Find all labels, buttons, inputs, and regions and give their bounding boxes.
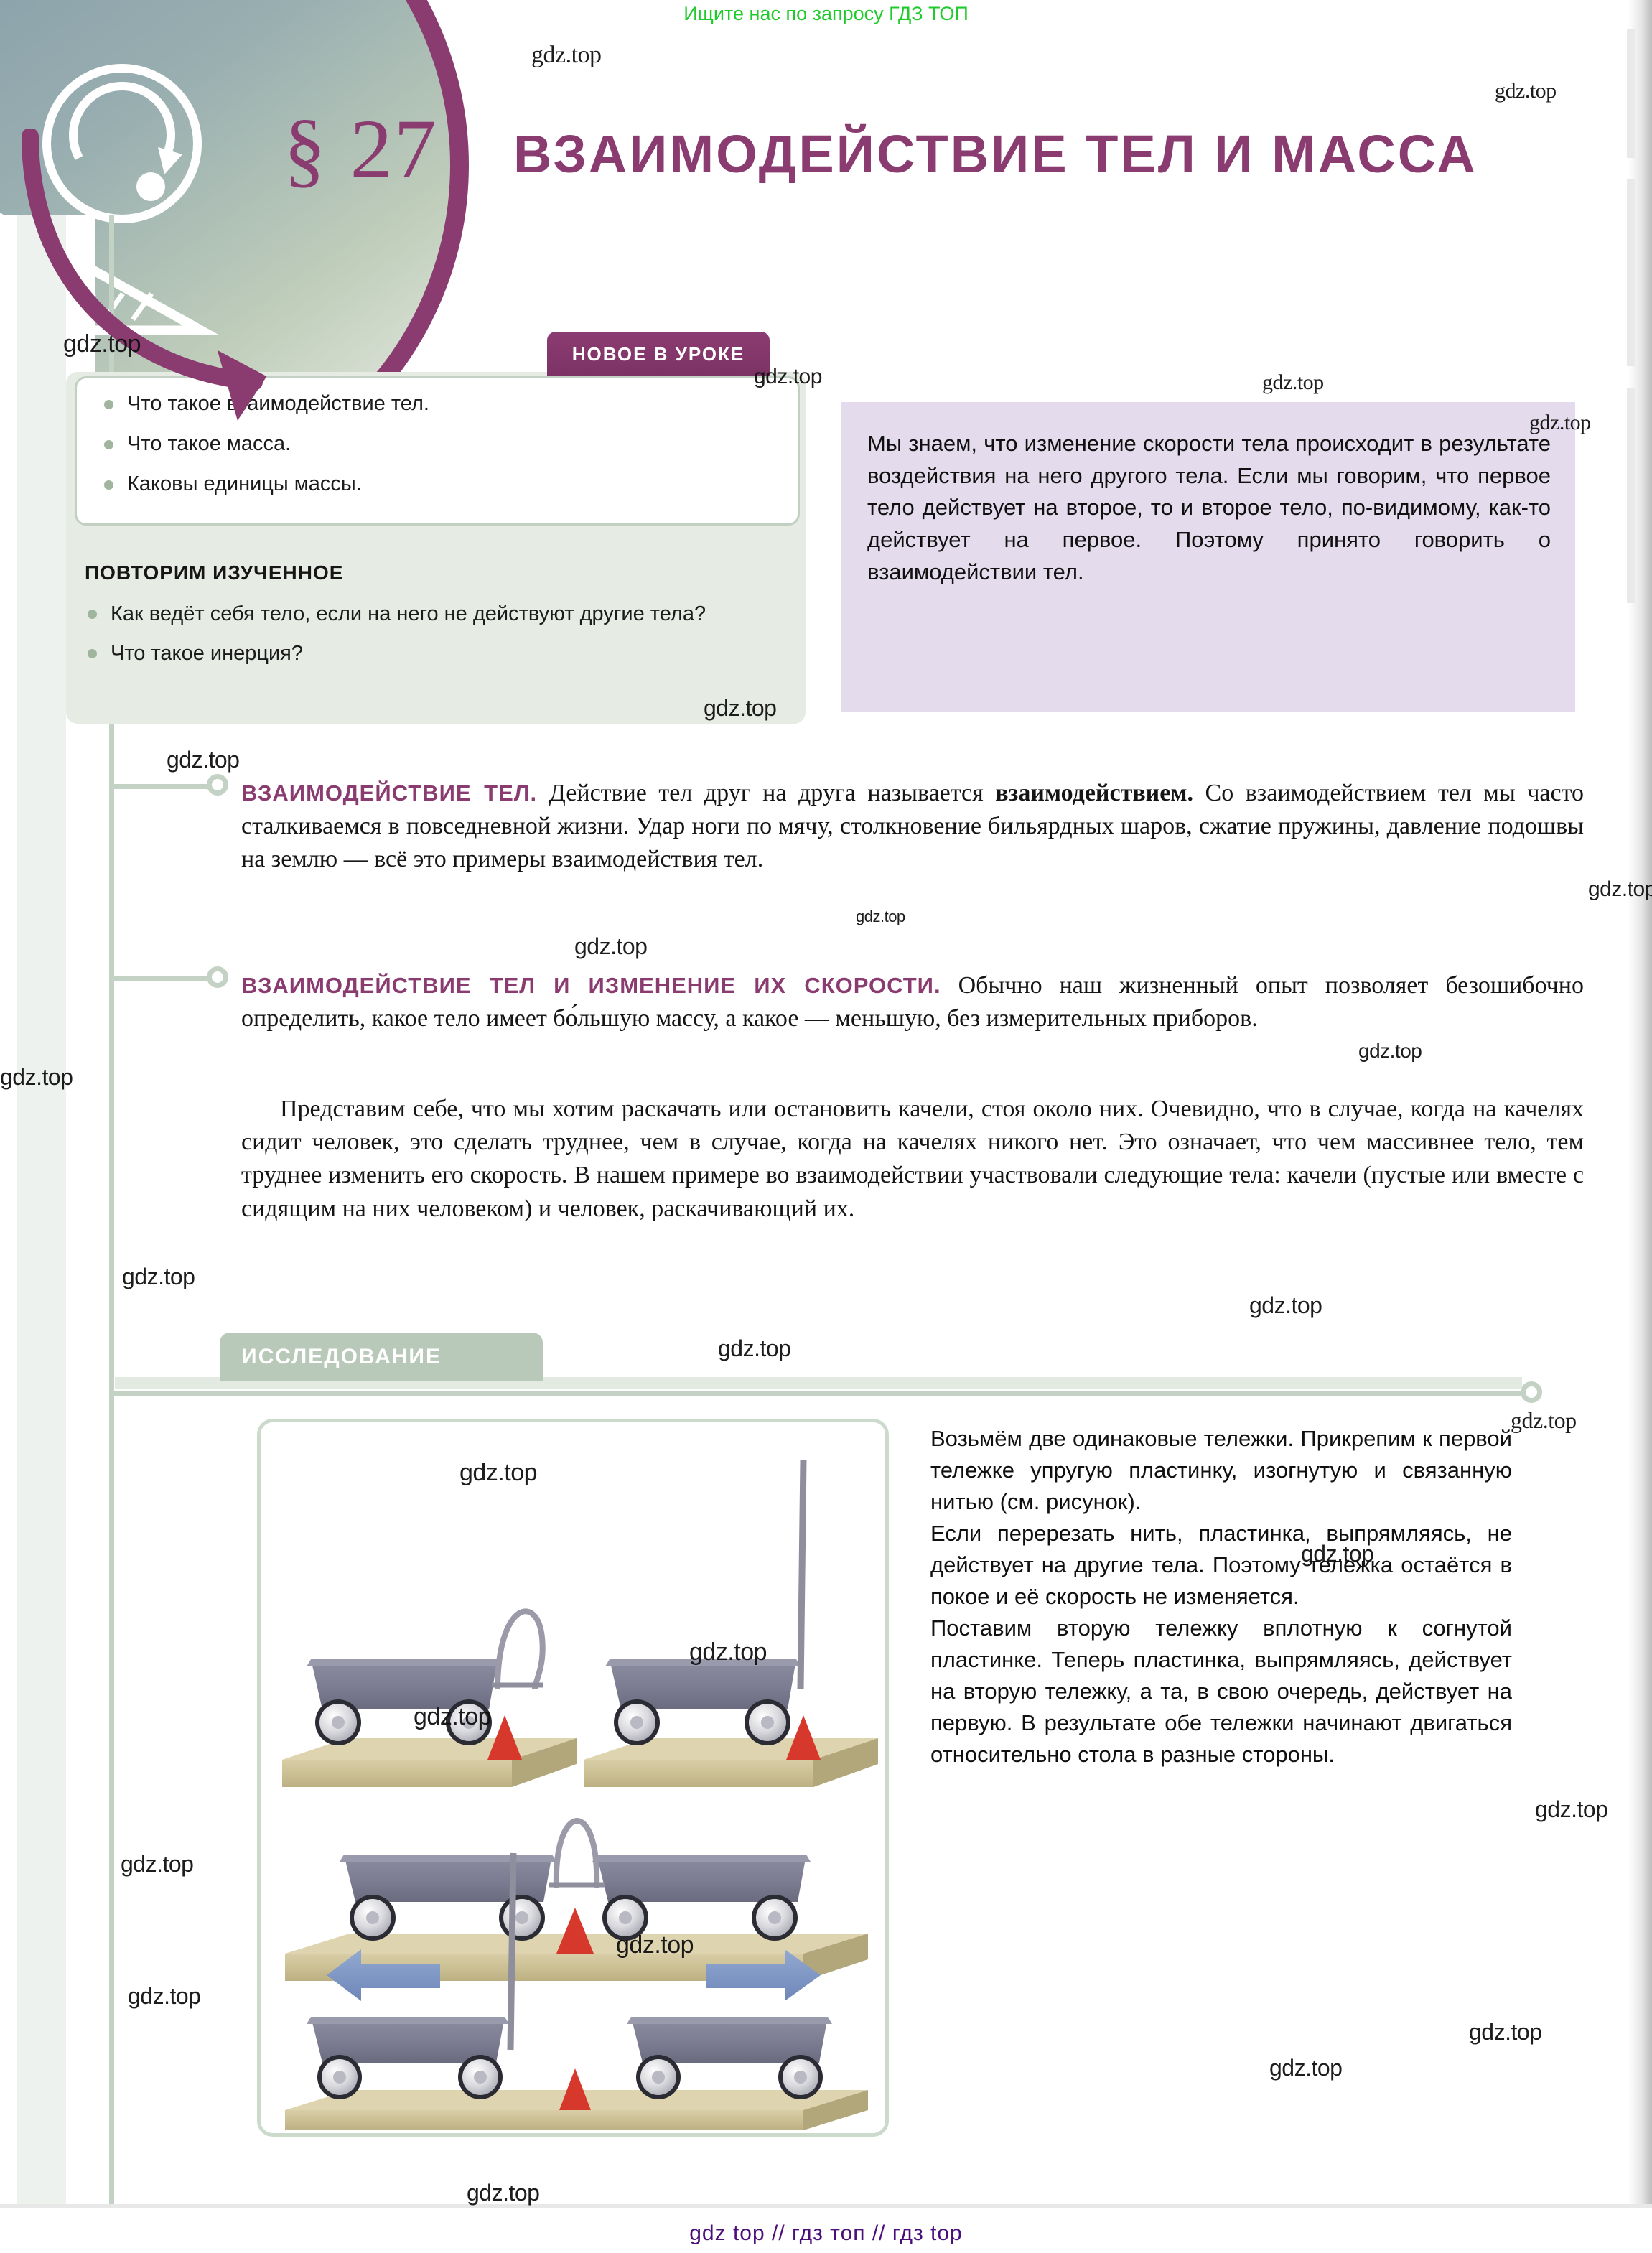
section-2-paragraph: ВЗАИМОДЕЙСТВИЕ ТЕЛ И ИЗМЕНЕНИЕ ИХ СКОРОС… [241, 969, 1584, 1035]
arrow-left-icon [327, 1949, 440, 2001]
rail-knob-research [1521, 1381, 1542, 1403]
rail-vertical-main [109, 215, 114, 2219]
straight-plate-row3 [507, 1852, 517, 2051]
list-item: Что такое взаимодействие тел. [101, 391, 798, 417]
page-edge-notch [1627, 179, 1635, 366]
watermark: gdz.top [167, 747, 240, 773]
watermark: gdz.top [718, 1335, 791, 1361]
tab-new-in-lesson: НОВОЕ В УРОКЕ [547, 332, 770, 376]
section-2-body: Обычно наш жиз­ненный опыт позволяет без… [241, 972, 1585, 1032]
section-1-body-b: Со взаимодействием тел мы часто сталкива… [241, 780, 1585, 873]
research-paragraph: Поставим вторую тележку вплотную к согну… [930, 1615, 1512, 1768]
list-item: Что такое масса. [101, 432, 798, 457]
research-paragraph: Возьмём две одинаковые тележки. Прикрепи… [930, 1426, 1512, 1515]
new-in-lesson-card: Что такое взаимодействие тел. Что такое … [75, 376, 800, 526]
list-item: Каковы единицы массы. [101, 472, 798, 498]
cart-row2-right [592, 1855, 811, 1941]
cart-row2-left [340, 1855, 556, 1941]
watermark: gdz.top [1511, 1407, 1577, 1433]
wedge-row2 [556, 1908, 594, 1954]
list-item: Как ведёт себя тело, если на него не дей… [85, 600, 781, 628]
footer-divider [0, 2204, 1652, 2211]
table-left-row1 [282, 1738, 577, 1787]
curved-arrow-icon [22, 129, 267, 421]
cart-row1-right [605, 1659, 801, 1745]
section-1-paragraph: ВЗАИМОДЕЙСТВИЕ ТЕЛ. Действие тел друг на… [241, 777, 1584, 877]
watermark: gdz.top [1358, 1040, 1422, 1062]
cart-row3-left [307, 2017, 509, 2099]
section-1-bold: взаимо­действием. [995, 780, 1194, 806]
watermark: gdz.top [1535, 1796, 1608, 1822]
watermark: gdz.top [1469, 2019, 1542, 2045]
swing-paragraph: Представим себе, что мы хотим раскачать … [241, 1096, 1584, 1222]
cart-row3-right [627, 2017, 832, 2099]
straight-plate-row1 [797, 1459, 807, 1690]
section-number: § 27 [284, 102, 438, 196]
wedge-row1-left [487, 1715, 522, 1760]
watermark: gdz.top [856, 908, 905, 925]
rail-to-section-2 [109, 976, 217, 981]
review-heading: ПОВТОРИМ ИЗУЧЕННОЕ [85, 561, 344, 584]
intro-text: Мы знаем, что изменение скорости тела пр… [867, 431, 1551, 584]
watermark: gdz.top [467, 2180, 540, 2206]
watermark: gdz.top [1269, 2055, 1343, 2081]
rail-knob-section-2 [207, 966, 228, 988]
tab-research: ИССЛЕДОВАНИЕ [220, 1333, 543, 1381]
watermark: gdz.top [574, 933, 648, 959]
page-edge-notch [1627, 388, 1635, 603]
watermark: gdz.top [122, 1264, 195, 1289]
page-title: ВЗАИМОДЕЙСТВИЕ ТЕЛ И МАССА [513, 124, 1478, 184]
table-right-row1 [584, 1738, 878, 1787]
research-text: Возьмём две одинаковые тележки. Прикрепи… [930, 1423, 1512, 1771]
intro-callout: Мы знаем, что изменение скорости тела пр… [841, 402, 1575, 712]
watermark: gdz.top [121, 1851, 194, 1877]
rail-to-research [109, 1391, 1531, 1396]
page-edge-notch [1627, 29, 1635, 158]
watermark: gdz.top [1262, 370, 1324, 394]
experiment-figure [257, 1419, 889, 2137]
page-edge [1628, 0, 1652, 2253]
wedge-row3 [559, 2068, 591, 2110]
bent-plate-row2 [553, 1818, 600, 1888]
promo-banner: Ищите нас по запросу ГДЗ ТОП [683, 3, 969, 24]
research-paragraph: Если перерезать нить, пластинка, вы­прям… [930, 1521, 1512, 1610]
new-in-lesson-list: Что такое взаимодействие тел. Что такое … [77, 378, 798, 498]
review-list: Как ведёт себя тело, если на него не дей… [85, 600, 781, 680]
arrow-right-icon [706, 1949, 821, 2001]
section-1-body-a: Действие тел друг на друга называется [537, 780, 996, 806]
cart-row1-left [307, 1659, 502, 1745]
watermark: gdz.top [1249, 1292, 1322, 1318]
wedge-row1-right [786, 1715, 821, 1760]
rail-knob-section-1 [207, 774, 228, 796]
bent-plate-row1 [495, 1608, 546, 1690]
rail-to-section-1 [109, 784, 217, 789]
section-2-lead: ВЗАИМОДЕЙСТВИЕ ТЕЛ И ИЗМЕНЕНИЕ ИХ СКОРОС… [241, 973, 941, 998]
section-1-lead: ВЗАИМОДЕЙСТВИЕ ТЕЛ. [241, 780, 538, 806]
tab-research-label: ИССЛЕДОВАНИЕ [241, 1345, 442, 1368]
footer-strip [0, 2208, 1652, 2253]
footer-text: gdz top // гдз топ // гдз top [689, 2221, 963, 2245]
tab-new-in-lesson-label: НОВОЕ В УРОКЕ [571, 342, 745, 365]
list-item: Что такое инерция? [85, 640, 781, 668]
watermark: gdz.top [128, 1983, 201, 2009]
